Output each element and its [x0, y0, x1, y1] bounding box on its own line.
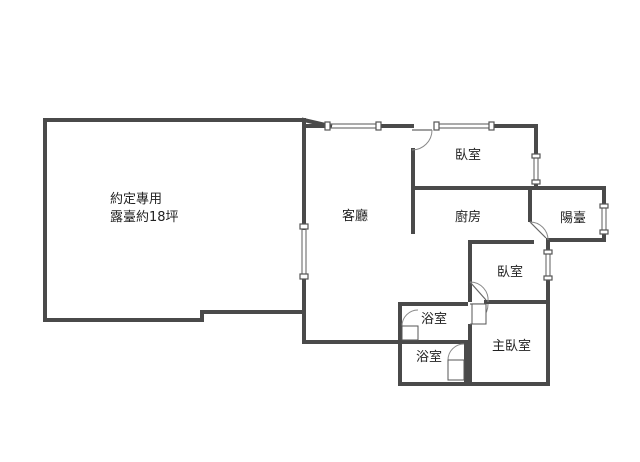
terrace-wall	[43, 118, 306, 322]
balcony-label: 陽臺	[560, 211, 587, 226]
kitchen-label: 廚房	[455, 210, 482, 225]
bath-upper-label: 浴室	[421, 312, 448, 327]
living-room-label: 客廳	[342, 209, 369, 224]
door-bath-upper	[401, 309, 419, 341]
balcony-wall	[528, 186, 606, 242]
bathroom-walls	[398, 302, 468, 386]
door-bath-lower	[447, 343, 465, 381]
bath-lower-label: 浴室	[416, 350, 443, 365]
terrace-label-line2: 露臺約18坪	[110, 210, 179, 225]
door-master-bedroom	[469, 303, 489, 325]
bedroom-mid-label: 臥室	[497, 265, 524, 280]
bedroom-top-label: 臥室	[455, 148, 482, 163]
door-bedroom-top	[411, 129, 433, 151]
door-bedroom-mid	[469, 281, 489, 303]
door-balcony	[529, 221, 549, 241]
living-bottom-wall	[302, 310, 402, 344]
bedroom-mid-wall	[468, 240, 550, 386]
master-bedroom-label: 主臥室	[492, 339, 532, 354]
terrace-label-line1: 約定專用	[110, 192, 163, 207]
